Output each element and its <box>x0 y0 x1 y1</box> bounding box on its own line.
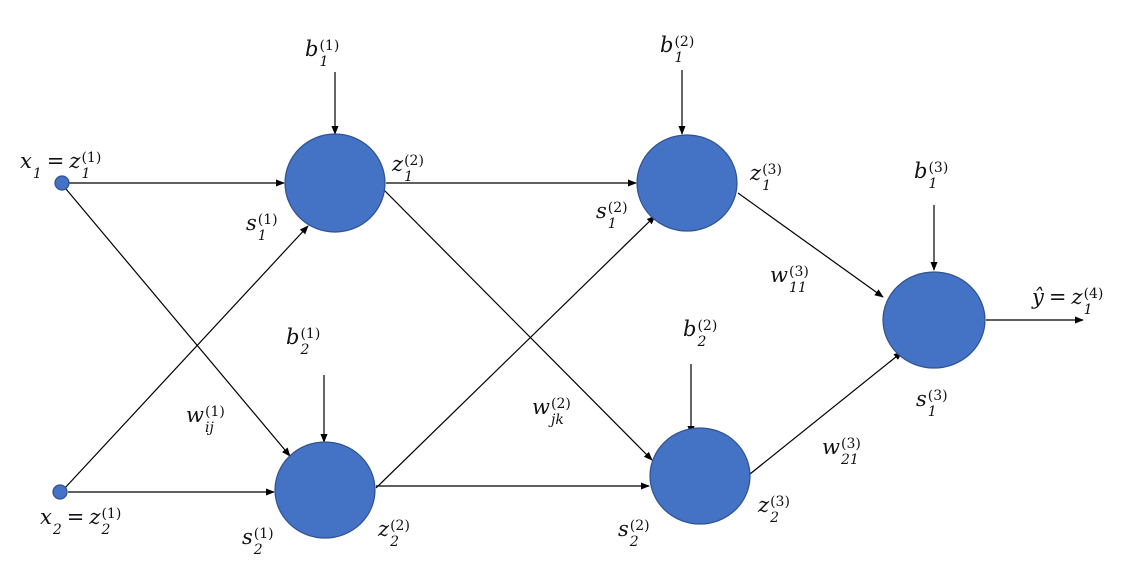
edge-x1-to-n21 <box>65 188 291 457</box>
neuron-layer1-unit1 <box>284 133 386 233</box>
neuron-output <box>882 271 986 369</box>
label-b2-layer1: b(1)2 <box>286 324 321 359</box>
input-node-x1 <box>54 175 70 191</box>
edge-n11-to-n22 <box>383 189 653 461</box>
label-z2-layer2: z(2)2 <box>378 516 410 551</box>
label-b2-layer2: b(2)2 <box>683 316 718 351</box>
label-s2-layer2: s(2)2 <box>618 516 650 551</box>
neuron-layer1-unit2 <box>274 441 376 539</box>
edge-n21-to-n12 <box>375 215 656 489</box>
neuron-layer2-unit1 <box>636 134 738 232</box>
neuron-layer2-unit2 <box>649 427 751 525</box>
label-weight-w21-3: w(3)21 <box>822 434 861 469</box>
label-b1-layer1: b(1)1 <box>305 36 340 71</box>
label-z2-layer3: z(3)2 <box>758 492 790 527</box>
label-output-yhat: ŷ=z(4)1 <box>1032 284 1104 319</box>
label-s1-layer3: s(3)1 <box>916 386 948 421</box>
label-s1-layer2: s(2)1 <box>596 198 628 233</box>
label-z1-layer2: z(2)1 <box>392 151 424 186</box>
label-x1: x 1=z(1)1 <box>20 148 102 183</box>
edge-n12-to-out <box>737 192 884 298</box>
label-z1-layer3: z(3)1 <box>750 160 782 195</box>
edge-x2-to-n11 <box>63 225 309 490</box>
label-weight-wjk-2: w(2)jk <box>532 394 571 429</box>
label-weight-w11-3: w(3)11 <box>770 262 809 297</box>
label-b1-layer2: b(2)1 <box>660 32 695 67</box>
edge-n22-to-out <box>749 351 903 475</box>
label-s1-layer1: s(1)1 <box>246 210 278 245</box>
label-weight-wij-1: w(1)ij <box>186 402 225 437</box>
label-x2: x 2=z(1)2 <box>40 504 122 539</box>
input-node-x2 <box>52 484 68 500</box>
label-b1-layer3: b(3)1 <box>914 158 949 193</box>
label-s2-layer1: s(1)2 <box>242 524 274 559</box>
